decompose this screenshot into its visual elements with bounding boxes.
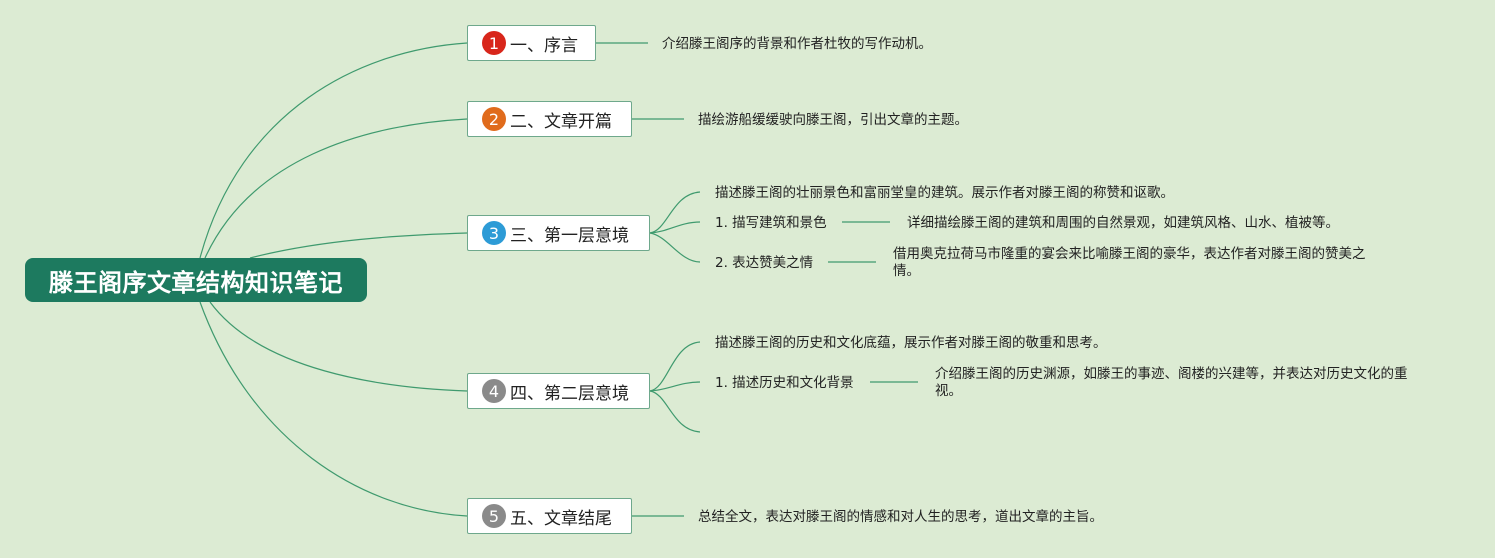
number-badge-icon: 5 bbox=[482, 504, 506, 528]
branch-label: 四、第二层意境 bbox=[510, 383, 629, 404]
branch-4-sub-1[interactable]: 1. 描述历史和文化背景 bbox=[715, 375, 854, 391]
number-badge-icon: 1 bbox=[482, 31, 506, 55]
branch-3-intro[interactable]: 描述滕王阁的壮丽景色和富丽堂皇的建筑。展示作者对滕王阁的称赞和讴歌。 bbox=[715, 185, 1174, 201]
link-branch-3-sub-2 bbox=[649, 232, 701, 263]
link-root-branch-3 bbox=[249, 232, 468, 259]
branch-3-sub-1[interactable]: 1. 描写建筑和景色 bbox=[715, 215, 827, 231]
branch-3-sub-1-detail[interactable]: 详细描绘滕王阁的建筑和周围的自然景观，如建筑风格、山水、植被等。 bbox=[907, 215, 1339, 231]
branch-4-intro[interactable]: 描述滕王阁的历史和文化底蕴，展示作者对滕王阁的敬重和思考。 bbox=[715, 335, 1107, 351]
link-root-branch-1 bbox=[199, 42, 468, 259]
link-branch-3-sub-1 bbox=[649, 221, 701, 234]
root-topic[interactable]: 滕王阁序文章结构知识笔记 bbox=[25, 258, 367, 302]
branch-3-sub-2[interactable]: 2. 表达赞美之情 bbox=[715, 255, 814, 271]
link-branch-4-sub-1 bbox=[649, 381, 701, 392]
link-root-branch-2 bbox=[204, 118, 468, 259]
branch-topic-5[interactable]: 5 五、文章结尾 bbox=[467, 498, 632, 534]
link-branch-4-empty bbox=[649, 390, 701, 433]
branch-3-sub-2-detail[interactable]: 借用奥克拉荷马市隆重的宴会来比喻滕王阁的豪华，表达作者对滕王阁的赞美之情。 bbox=[893, 246, 1366, 279]
branch-topic-2[interactable]: 2 二、文章开篇 bbox=[467, 101, 632, 137]
branch-label: 二、文章开篇 bbox=[510, 111, 612, 132]
branch-label: 五、文章结尾 bbox=[510, 508, 612, 529]
branch-4-sub-1-detail[interactable]: 介绍滕王阁的历史渊源，如滕王的事迹、阁楼的兴建等，并表达对历史文化的重视。 bbox=[935, 366, 1408, 399]
branch-label: 一、序言 bbox=[510, 35, 578, 56]
number-badge-icon: 3 bbox=[482, 221, 506, 245]
branch-topic-3[interactable]: 3 三、第一层意境 bbox=[467, 215, 650, 251]
number-badge-icon: 2 bbox=[482, 107, 506, 131]
link-root-branch-4 bbox=[209, 301, 468, 392]
branch-topic-4[interactable]: 4 四、第二层意境 bbox=[467, 373, 650, 409]
link-branch-4-intro bbox=[649, 341, 701, 392]
branch-label: 三、第一层意境 bbox=[510, 225, 629, 246]
branch-1-note[interactable]: 介绍滕王阁序的背景和作者杜牧的写作动机。 bbox=[662, 36, 932, 52]
link-branch-3-intro bbox=[649, 191, 701, 234]
number-badge-icon: 4 bbox=[482, 379, 506, 403]
branch-2-note[interactable]: 描绘游船缓缓驶向滕王阁，引出文章的主题。 bbox=[698, 112, 968, 128]
branch-5-note[interactable]: 总结全文，表达对滕王阁的情感和对人生的思考，道出文章的主旨。 bbox=[698, 509, 1103, 525]
link-root-branch-5 bbox=[199, 301, 468, 517]
branch-topic-1[interactable]: 1 一、序言 bbox=[467, 25, 596, 61]
